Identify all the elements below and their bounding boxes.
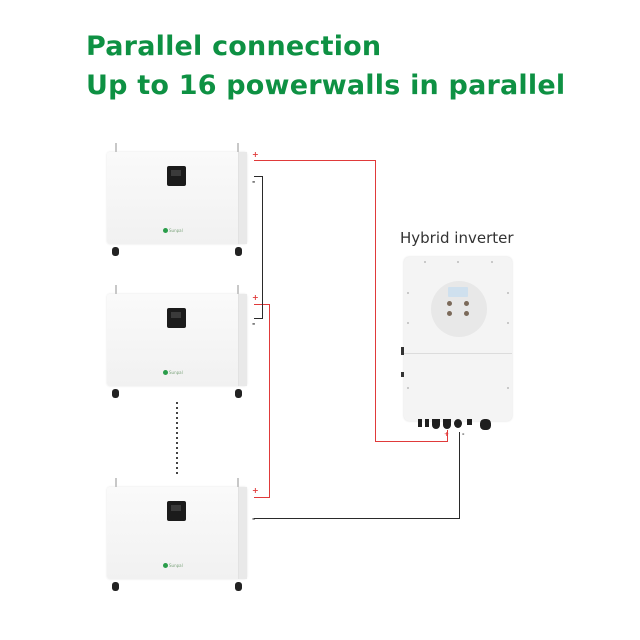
wheel-icon [235, 582, 242, 591]
side-port-icon [401, 372, 404, 377]
inverter-negative-terminal: - [462, 431, 465, 438]
screw [507, 322, 509, 324]
battery-2: Sunpal [107, 285, 247, 398]
logo-icon [163, 563, 168, 568]
brand-logo: Sunpal [163, 370, 183, 375]
screw [407, 387, 409, 389]
wheel-icon [112, 582, 119, 591]
negative-wire [459, 432, 460, 519]
side-port-icon [401, 347, 404, 355]
battery-side-panel [238, 294, 247, 386]
positive-wire [447, 430, 448, 442]
negative-wire [254, 318, 263, 319]
battery-side-panel [238, 152, 247, 244]
screw [457, 261, 459, 263]
battery-3-negative-terminal: - [252, 515, 255, 523]
control-panel [431, 281, 487, 337]
battery-display-icon [167, 308, 186, 328]
screw [424, 261, 426, 263]
brand-logo: Sunpal [163, 228, 183, 233]
title-line-1: Parallel connection [86, 31, 382, 62]
screw [407, 322, 409, 324]
port-icon [425, 419, 429, 427]
indicator-icon [447, 301, 452, 306]
logo-icon [163, 370, 168, 375]
handle [237, 285, 239, 294]
handle [237, 143, 239, 152]
wheel-icon [112, 247, 119, 256]
port-icon [480, 419, 491, 430]
screw [507, 292, 509, 294]
indicator-icon [464, 311, 469, 316]
port-icon [443, 419, 451, 429]
wheel-icon [235, 389, 242, 398]
wheel-icon [235, 247, 242, 256]
brand-text: Sunpal [169, 228, 183, 233]
indicator-icon [464, 301, 469, 306]
positive-wire [254, 160, 376, 161]
port-icon [418, 419, 422, 427]
inverter-ports [418, 419, 491, 430]
handle [237, 478, 239, 487]
continuation-dots [176, 402, 178, 474]
battery-3: Sunpal [107, 478, 247, 591]
inverter-label: Hybrid inverter [400, 229, 514, 247]
screw [491, 261, 493, 263]
screw [507, 387, 509, 389]
brand-text: Sunpal [169, 563, 183, 568]
battery-2-negative-terminal: - [252, 319, 256, 328]
brand-text: Sunpal [169, 370, 183, 375]
battery-display-icon [167, 166, 186, 186]
handle [115, 285, 117, 294]
battery-3-positive-terminal: + [252, 486, 259, 495]
indicator-icon [447, 311, 452, 316]
positive-wire [375, 441, 448, 442]
battery-1-negative-terminal: - [252, 177, 256, 186]
negative-wire [262, 176, 263, 319]
inverter-divider [404, 353, 512, 354]
handle [115, 478, 117, 487]
positive-wire [269, 304, 270, 498]
port-icon [454, 419, 462, 428]
battery-display-icon [167, 501, 186, 521]
wheel-icon [112, 389, 119, 398]
battery-1: Sunpal [107, 143, 247, 256]
inverter-positive-terminal: + [444, 431, 450, 438]
negative-wire [254, 518, 460, 519]
logo-icon [163, 228, 168, 233]
negative-wire [254, 176, 263, 177]
positive-wire [254, 497, 270, 498]
inverter-display-icon [448, 287, 468, 297]
brand-logo: Sunpal [163, 563, 183, 568]
battery-2-positive-terminal: + [252, 293, 259, 302]
handle [115, 143, 117, 152]
battery-1-positive-terminal: + [252, 150, 259, 159]
positive-wire [375, 160, 376, 441]
port-icon [432, 419, 440, 429]
title-line-2: Up to 16 powerwalls in parallel [86, 70, 566, 101]
screw [407, 292, 409, 294]
port-icon [467, 419, 472, 425]
battery-side-panel [238, 487, 247, 579]
hybrid-inverter [401, 257, 512, 421]
